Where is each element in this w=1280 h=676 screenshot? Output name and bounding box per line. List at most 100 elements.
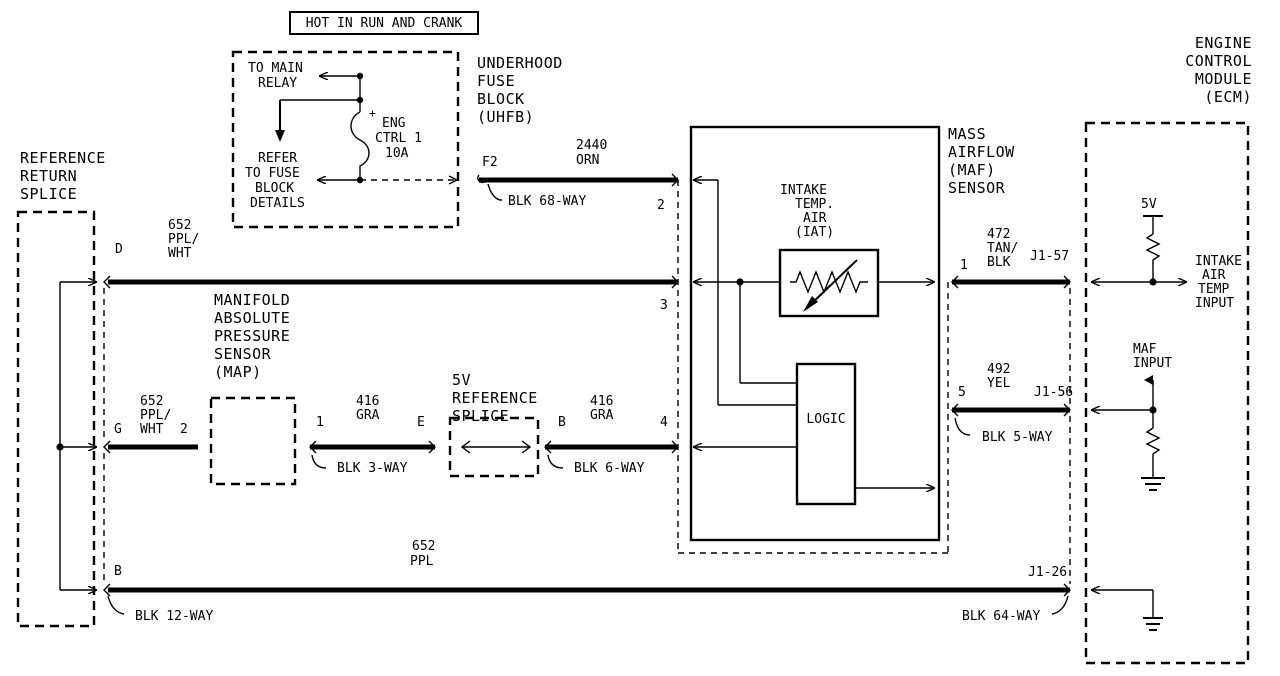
- svg-text:416: 416: [590, 394, 613, 409]
- svg-text:J1-57: J1-57: [1030, 249, 1069, 264]
- svg-text:PPL/: PPL/: [168, 232, 199, 247]
- svg-text:(ECM): (ECM): [1204, 88, 1252, 106]
- map-sensor: MANIFOLD ABSOLUTE PRESSURE SENSOR (MAP): [209, 291, 297, 486]
- svg-text:2: 2: [180, 422, 188, 437]
- svg-text:INPUT: INPUT: [1133, 356, 1172, 371]
- svg-text:ABSOLUTE: ABSOLUTE: [214, 309, 290, 327]
- svg-text:G: G: [114, 422, 122, 437]
- svg-text:SPLICE: SPLICE: [452, 407, 509, 425]
- svg-text:TEMP: TEMP: [1198, 282, 1229, 297]
- connector-blk-5-way: BLK 5-WAY: [982, 430, 1053, 445]
- svg-text:SPLICE: SPLICE: [20, 185, 77, 203]
- svg-text:MASS: MASS: [948, 125, 986, 143]
- svg-text:YEL: YEL: [987, 376, 1011, 391]
- svg-text:INTAKE: INTAKE: [1195, 254, 1242, 269]
- svg-text:MODULE: MODULE: [1195, 70, 1252, 88]
- svg-text:TEMP.: TEMP.: [795, 197, 834, 212]
- svg-text:PRESSURE: PRESSURE: [214, 327, 290, 345]
- svg-text:MANIFOLD: MANIFOLD: [214, 291, 290, 309]
- svg-text:2440: 2440: [576, 138, 607, 153]
- svg-text:PPL: PPL: [410, 554, 434, 569]
- svg-text:(MAP): (MAP): [214, 363, 262, 381]
- svg-text:652: 652: [412, 539, 435, 554]
- svg-text:5V: 5V: [1141, 197, 1157, 212]
- svg-text:BLK 64-WAY: BLK 64-WAY: [962, 609, 1040, 624]
- svg-text:BLK 12-WAY: BLK 12-WAY: [135, 609, 213, 624]
- svg-text:ENG: ENG: [382, 116, 406, 131]
- svg-text:B: B: [558, 415, 566, 430]
- svg-text:DETAILS: DETAILS: [250, 196, 305, 211]
- svg-text:TO MAIN: TO MAIN: [248, 61, 303, 76]
- svg-text:BLK: BLK: [987, 255, 1011, 270]
- svg-text:SENSOR: SENSOR: [948, 179, 1006, 197]
- svg-text:ORN: ORN: [576, 153, 599, 168]
- svg-text:652: 652: [140, 394, 163, 409]
- svg-text:3: 3: [660, 298, 668, 313]
- svg-text:ENGINE: ENGINE: [1195, 34, 1252, 52]
- svg-text:REFERENCE: REFERENCE: [20, 149, 106, 167]
- wire-416-gra-map: 1 416 GRA E BLK 3-WAY: [309, 394, 436, 476]
- wire-472-tan-blk: 1 472 TAN/ BLK J1-57: [951, 227, 1071, 289]
- svg-text:10A: 10A: [385, 146, 409, 161]
- svg-text:BLOCK: BLOCK: [477, 90, 525, 108]
- svg-text:TAN/: TAN/: [987, 241, 1018, 256]
- svg-text:SENSOR: SENSOR: [214, 345, 272, 363]
- maf-sensor: MASS AIRFLOW (MAF) SENSOR INTAKE TEMP. A…: [671, 125, 1015, 554]
- svg-text:4: 4: [660, 415, 668, 430]
- svg-text:INPUT: INPUT: [1195, 296, 1234, 311]
- logic-block: LOGIC: [806, 412, 845, 427]
- svg-text:1: 1: [960, 258, 968, 273]
- svg-text:5: 5: [958, 385, 966, 400]
- connector-blk-12-way: BLK 12-WAY: [103, 275, 213, 624]
- svg-text:492: 492: [987, 362, 1010, 377]
- svg-text:CTRL 1: CTRL 1: [375, 131, 422, 146]
- svg-text:GRA: GRA: [356, 408, 380, 423]
- svg-text:RELAY: RELAY: [258, 76, 297, 91]
- svg-text:GRA: GRA: [590, 408, 614, 423]
- svg-text:AIR: AIR: [803, 211, 827, 226]
- svg-text:+: +: [369, 106, 376, 120]
- svg-text:J1-26: J1-26: [1028, 565, 1067, 580]
- svg-text:(MAF): (MAF): [948, 161, 996, 179]
- wire-492-yel: 5 492 YEL J1-56 BLK 5-WAY: [951, 362, 1073, 445]
- svg-text:UNDERHOOD: UNDERHOOD: [477, 54, 563, 72]
- wire-652-ppl-bottom: B 652 PPL J1-26: [108, 539, 1070, 593]
- connector-blk-6-way: BLK 6-WAY: [574, 461, 645, 476]
- svg-text:D: D: [115, 242, 123, 257]
- wire-416-gra-maf: B 416 GRA 4 BLK 6-WAY: [544, 394, 678, 476]
- svg-text:416: 416: [356, 394, 379, 409]
- svg-text:AIR: AIR: [1202, 268, 1226, 283]
- svg-text:CONTROL: CONTROL: [1185, 52, 1252, 70]
- svg-text:E: E: [417, 415, 425, 430]
- svg-text:B: B: [114, 564, 122, 579]
- svg-text:HOT IN RUN AND CRANK: HOT IN RUN AND CRANK: [306, 16, 463, 31]
- svg-text:WHT: WHT: [140, 422, 164, 437]
- hot-in-run-label: HOT IN RUN AND CRANK: [289, 11, 479, 35]
- underhood-fuse-block: UNDERHOOD FUSE BLOCK (UHFB) TO MAIN RELA…: [231, 50, 563, 229]
- svg-text:1: 1: [316, 415, 324, 430]
- svg-text:REFERENCE: REFERENCE: [452, 389, 538, 407]
- svg-text:F2: F2: [482, 155, 498, 170]
- svg-text:652: 652: [168, 218, 191, 233]
- 5v-reference-splice: 5V REFERENCE SPLICE: [448, 371, 540, 478]
- svg-text:REFER: REFER: [258, 151, 297, 166]
- svg-text:MAF: MAF: [1133, 342, 1157, 357]
- svg-text:472: 472: [987, 227, 1010, 242]
- svg-text:BLOCK: BLOCK: [255, 181, 294, 196]
- svg-text:TO FUSE: TO FUSE: [245, 166, 300, 181]
- svg-text:RETURN: RETURN: [20, 167, 77, 185]
- svg-text:AIRFLOW: AIRFLOW: [948, 143, 1015, 161]
- reference-return-splice: REFERENCE RETURN SPLICE: [16, 149, 106, 628]
- wire-2440-orn: F2 2440 ORN BLK 68-WAY 2: [477, 138, 678, 213]
- wire-652-ppl-wht-top: D 652 PPL/ WHT 3: [108, 218, 678, 313]
- connector-blk-3-way: BLK 3-WAY: [337, 461, 408, 476]
- wire-652-ppl-wht-map: G 652 PPL/ WHT 2: [108, 394, 198, 450]
- svg-text:WHT: WHT: [168, 246, 192, 261]
- svg-text:(UHFB): (UHFB): [477, 108, 534, 126]
- svg-text:5V: 5V: [452, 371, 471, 389]
- svg-text:INTAKE: INTAKE: [780, 183, 827, 198]
- svg-text:2: 2: [657, 198, 665, 213]
- svg-text:PPL/: PPL/: [140, 408, 171, 423]
- svg-text:FUSE: FUSE: [477, 72, 515, 90]
